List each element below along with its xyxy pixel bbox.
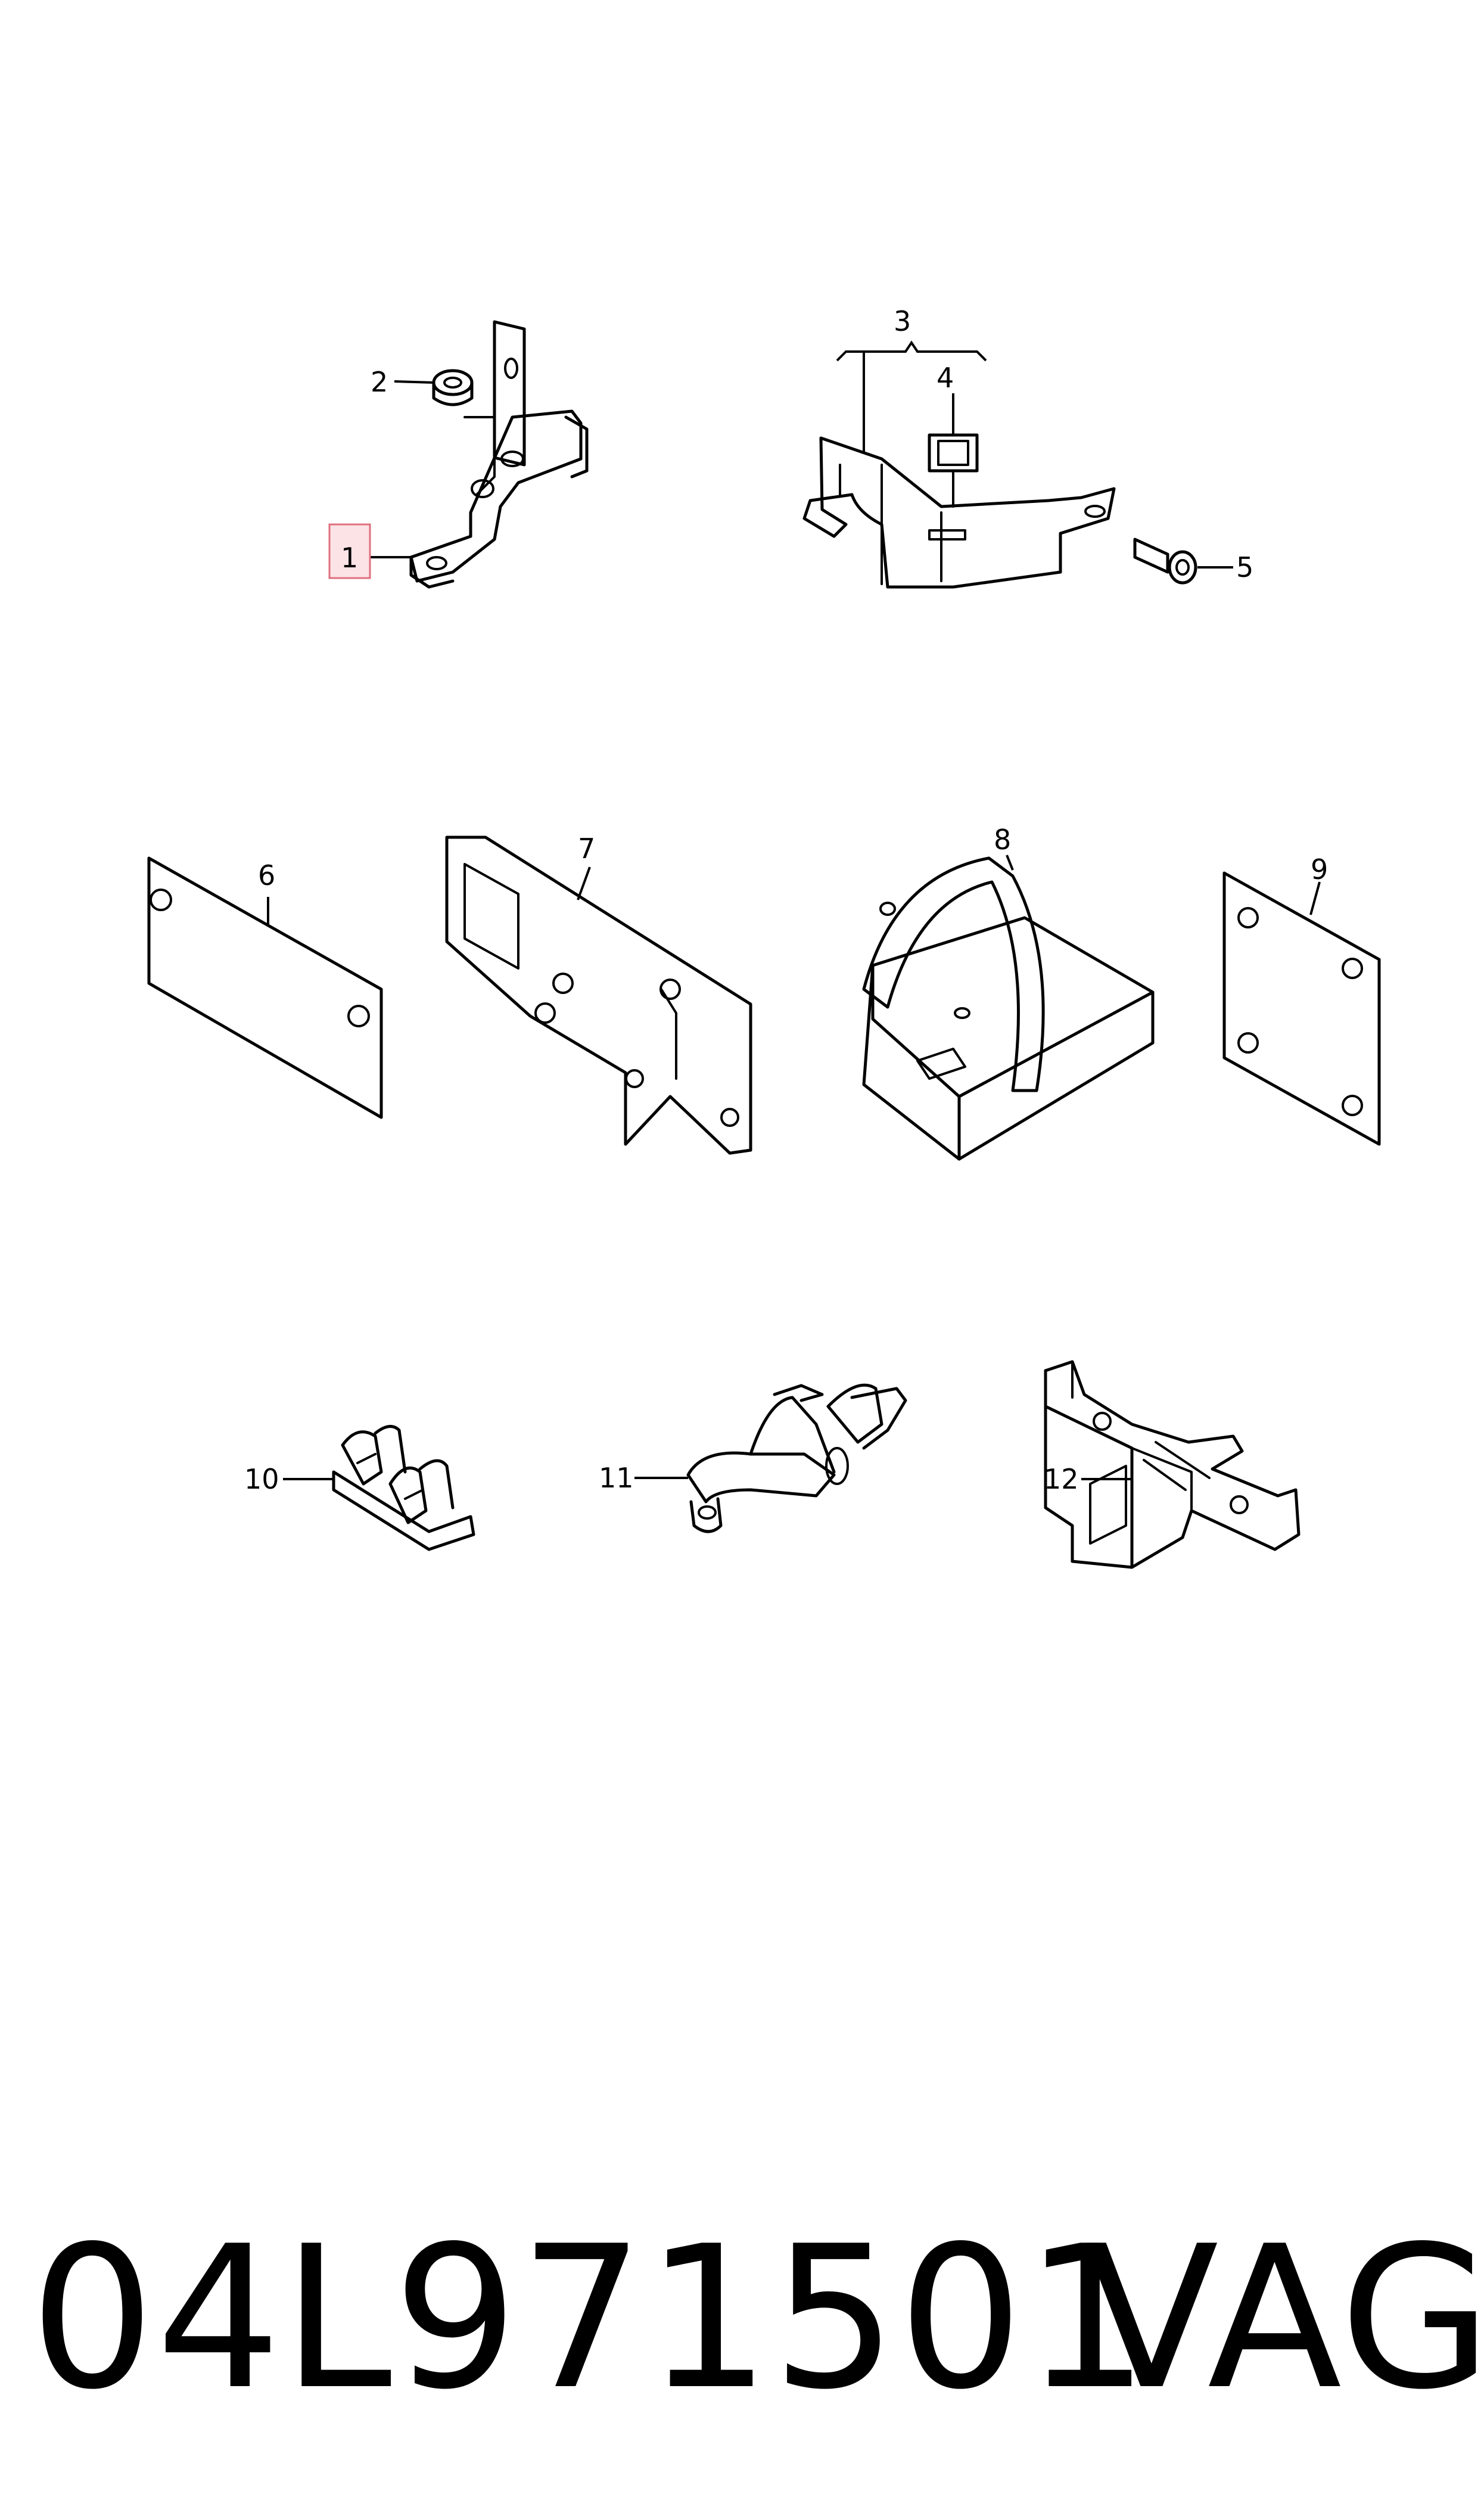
callout-5[interactable]: 5	[1236, 551, 1253, 583]
part-9-leader	[1309, 881, 1321, 915]
part-3-bracket-lines	[836, 340, 987, 362]
part-7-plate	[445, 835, 752, 1155]
callout-7[interactable]: 7	[578, 833, 595, 865]
part-1-bracket	[409, 320, 589, 589]
part-2-nut	[432, 369, 474, 406]
part-11-clip	[686, 1383, 907, 1533]
part-8-leader	[1006, 855, 1014, 871]
part-8-tray	[862, 856, 1155, 1161]
footer: 04L971501 VAG	[30, 2193, 1484, 2443]
part-number: 04L971501	[30, 2204, 1151, 2433]
part-12-holder	[1044, 1360, 1301, 1569]
callout-4[interactable]: 4	[937, 362, 954, 394]
callout-1[interactable]: 1	[341, 542, 358, 574]
callout-12[interactable]: 12	[1044, 1463, 1079, 1495]
part-6-plate	[147, 856, 383, 1119]
part-9-plate	[1222, 871, 1381, 1146]
part-4-clip	[928, 433, 979, 508]
part-3-bracket	[802, 436, 1116, 589]
callout-2[interactable]: 2	[371, 366, 388, 398]
part-5-bolt	[1133, 538, 1197, 585]
callout-8[interactable]: 8	[994, 824, 1011, 856]
callout-6[interactable]: 6	[258, 859, 275, 892]
callout-10[interactable]: 10	[244, 1463, 279, 1495]
callout-1-highlight	[328, 523, 371, 579]
callout-9[interactable]: 9	[1311, 853, 1328, 886]
callout-11[interactable]: 11	[599, 1462, 634, 1494]
part-7-leader	[577, 866, 591, 900]
brand-name: VAG	[1084, 2204, 1484, 2433]
part-10-clip	[332, 1425, 475, 1551]
callout-3[interactable]: 3	[894, 305, 911, 337]
part-2-leader	[394, 380, 434, 384]
